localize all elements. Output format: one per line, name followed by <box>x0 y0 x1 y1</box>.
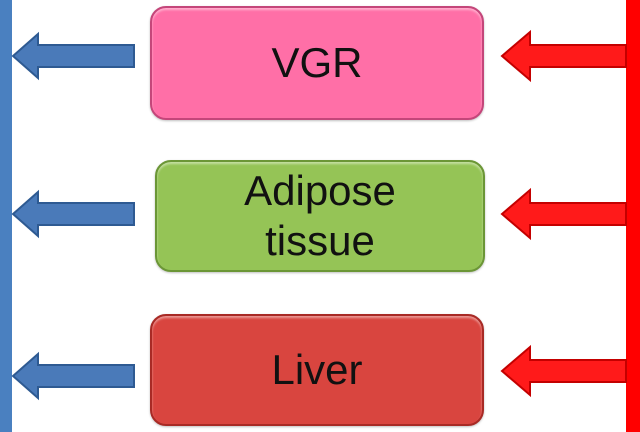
liver-box: Liver <box>150 314 484 426</box>
left-arrow-vgr <box>11 31 135 81</box>
right-arrow-liver <box>500 344 627 398</box>
left-arrow-liver <box>11 351 135 401</box>
right-arrow-adipose <box>500 187 627 241</box>
vgr-box: VGR <box>150 6 484 120</box>
adipose-tissue-box: Adipose tissue <box>155 160 485 272</box>
right-vertical-bar <box>626 0 640 432</box>
left-arrow-adipose <box>11 189 135 239</box>
vgr-label: VGR <box>271 38 363 86</box>
left-vertical-bar <box>0 0 12 432</box>
liver-label: Liver <box>271 345 363 393</box>
adipose-tissue-label: Adipose tissue <box>244 166 396 264</box>
right-arrow-vgr <box>500 29 627 83</box>
